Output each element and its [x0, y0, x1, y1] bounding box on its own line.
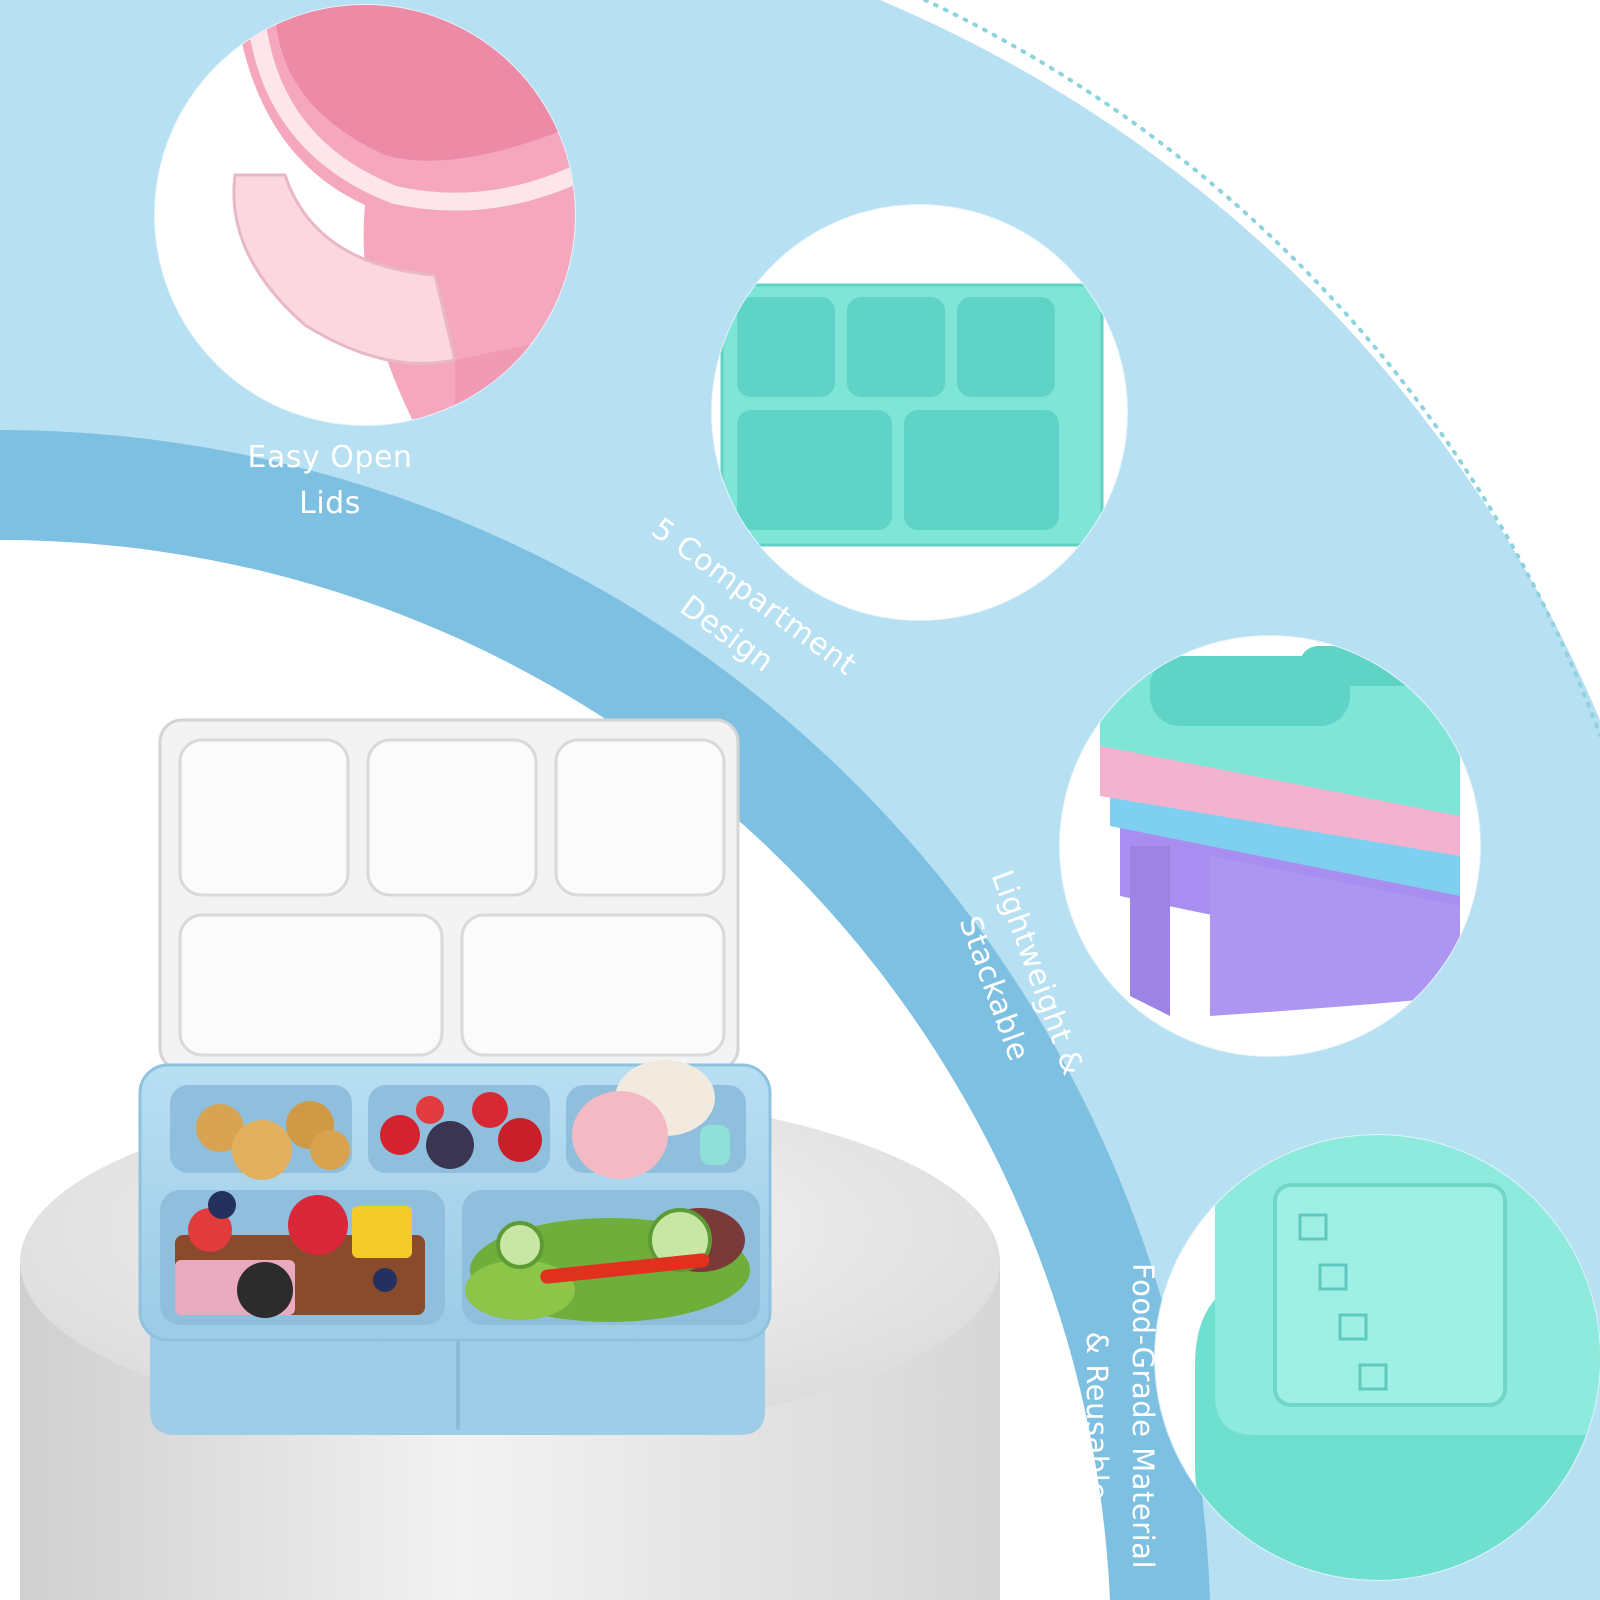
- teal-tray-image: [712, 205, 1127, 620]
- feature-label-line: Lids: [299, 486, 361, 521]
- feature-band: [0, 430, 1210, 1600]
- bento-lid: [158, 718, 740, 1072]
- dotted-arc: [923, 0, 1600, 737]
- pink-lid-closeup-image: [155, 5, 575, 425]
- stacked-boxes-image: [1060, 636, 1480, 1056]
- bento-base: [138, 1060, 772, 1435]
- feature-label-line: Easy Open: [247, 440, 413, 475]
- feature-label-food-grade: Food-Grade Material & Reusable: [1074, 1226, 1166, 1600]
- white-corner: [880, 0, 1600, 720]
- feature-label-easy-open-lids: Easy Open Lids: [230, 435, 430, 527]
- feature-label-line: & Reusable: [1080, 1331, 1114, 1501]
- teal-corner-closeup-image: [1155, 1135, 1600, 1580]
